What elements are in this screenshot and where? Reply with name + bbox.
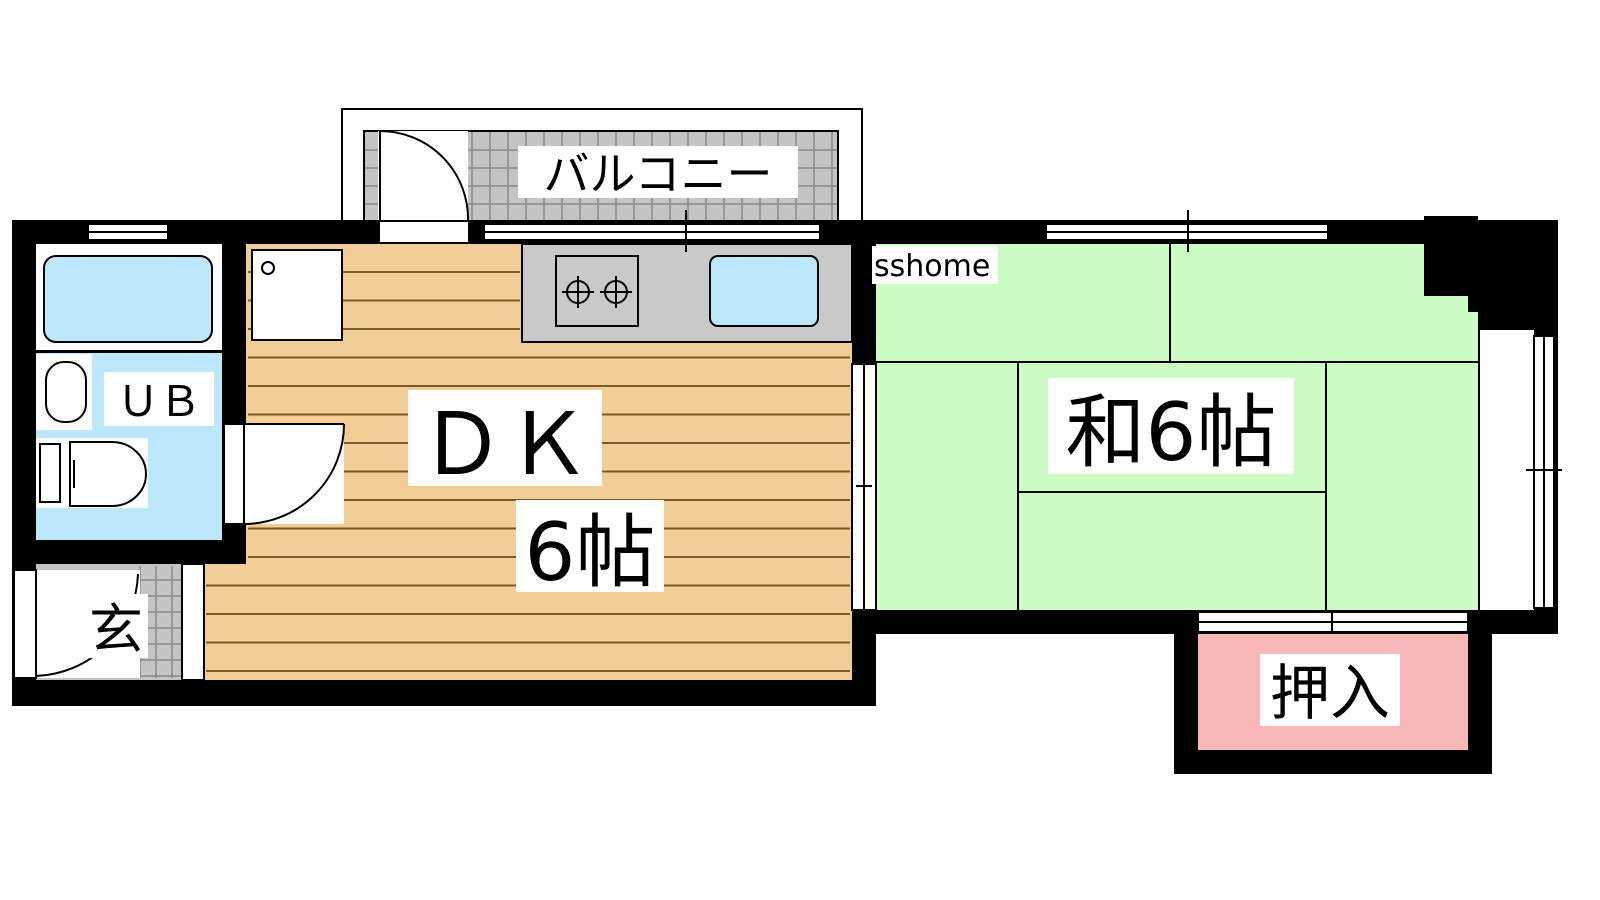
washer-space	[251, 249, 343, 341]
washitsu-label: 和6帖	[1066, 386, 1277, 479]
bathtub	[43, 255, 213, 343]
balcony-label: バルコニー	[543, 147, 772, 201]
closet-sliding-door	[1197, 611, 1469, 633]
balcony-window	[483, 210, 821, 252]
watermark-bg	[872, 246, 998, 284]
window	[1045, 210, 1329, 252]
kitchen-counter	[521, 243, 853, 343]
balcony-opening	[380, 222, 468, 242]
bath-door	[223, 423, 345, 525]
washbasin	[45, 361, 87, 423]
dk-size-label: 6帖	[525, 506, 656, 599]
toilet-icon	[36, 438, 148, 508]
corner-pillar-step	[1468, 292, 1478, 312]
entrance-step	[181, 563, 205, 681]
sliding-door	[851, 363, 877, 611]
window	[1480, 330, 1562, 610]
window	[87, 223, 169, 241]
unit-bath-label: ＵＢ	[117, 377, 201, 426]
closet-label: 押入	[1270, 659, 1390, 729]
dk-wood-floor-lower	[204, 564, 264, 680]
balcony-label-bg	[518, 146, 798, 198]
entrance-label-bg	[84, 594, 148, 658]
burner-icon	[562, 276, 632, 308]
closet-label-bg	[1260, 654, 1400, 726]
dk-size-label-bg	[516, 500, 664, 592]
entrance-label: 玄	[89, 598, 143, 661]
dk-label: ＤＫ	[419, 395, 591, 495]
corner-pillar	[1424, 216, 1478, 296]
tatami-lines	[876, 244, 1478, 610]
watermark-text: sshome	[874, 249, 990, 284]
ub-label-bg	[104, 372, 214, 426]
kitchen-sink	[709, 255, 819, 327]
washitsu-label-bg	[1048, 378, 1294, 474]
dk-label-bg	[408, 390, 602, 486]
bath-divider	[36, 350, 222, 353]
